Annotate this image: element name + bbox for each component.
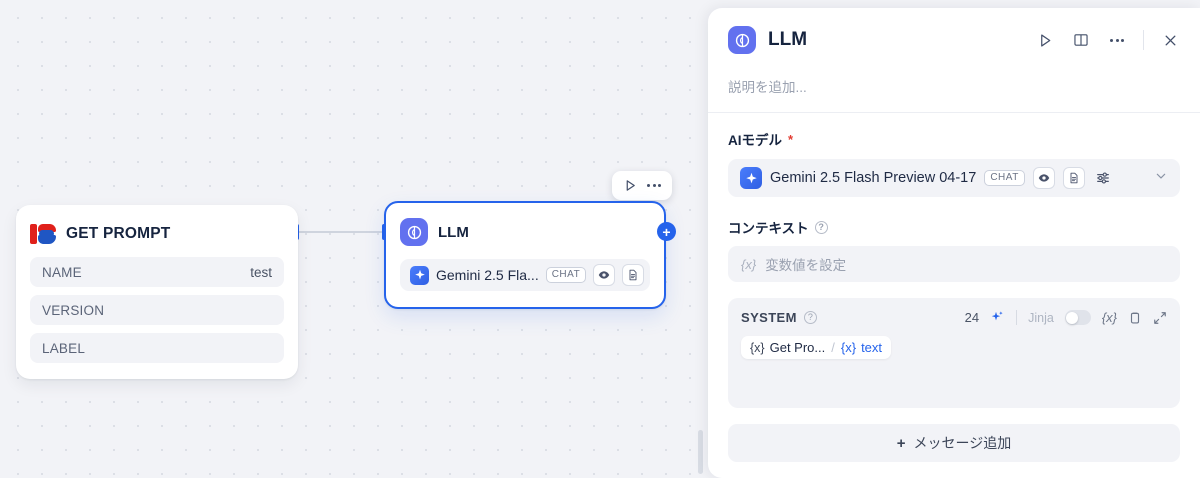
eye-icon[interactable] — [593, 264, 616, 286]
node-model-row[interactable]: Gemini 2.5 Fla... CHAT — [400, 259, 650, 291]
panel-body: AIモデル * Gemini 2.5 Flash Preview 04-17 C… — [708, 113, 1200, 408]
label-text: コンテキスト — [728, 221, 809, 236]
help-icon[interactable]: ? — [803, 311, 817, 324]
edge-get-prompt-to-llm — [299, 231, 383, 233]
sliders-icon[interactable] — [1093, 168, 1113, 188]
chip-field: text — [861, 340, 883, 355]
node-header: LLM — [400, 217, 650, 247]
node-llm[interactable]: LLM Gemini 2.5 Fla... CHAT — [384, 201, 666, 309]
document-icon[interactable] — [622, 264, 645, 286]
node-field-label[interactable]: LABEL — [30, 333, 284, 363]
jinja-toggle[interactable] — [1064, 310, 1091, 325]
divider — [1016, 310, 1018, 325]
label-text: AIモデル — [728, 133, 782, 148]
run-icon[interactable] — [621, 177, 639, 195]
jinja-label: Jinja — [1028, 310, 1054, 325]
context-placeholder: 変数値を設定 — [765, 258, 847, 273]
chevron-down-icon[interactable] — [1154, 169, 1168, 188]
expand-icon[interactable] — [1153, 311, 1167, 325]
variable-icon-blue: {x} — [840, 340, 857, 355]
message-tools: 24 Jinja {x} — [965, 310, 1167, 325]
model-type-badge: CHAT — [984, 170, 1025, 186]
panel-header: LLM 説明を追加... — [708, 8, 1200, 96]
llm-detail-panel: LLM 説明を追加... — [708, 8, 1200, 478]
model-name: Gemini 2.5 Fla... — [436, 267, 539, 283]
node-title: LLM — [438, 223, 469, 241]
eye-icon[interactable] — [1032, 167, 1055, 189]
close-icon[interactable] — [1160, 30, 1180, 50]
model-name: Gemini 2.5 Flash Preview 04-17 — [770, 170, 977, 186]
gemini-icon — [410, 265, 429, 285]
message-block-system[interactable]: SYSTEM ? 24 Jinja {x} — [728, 298, 1180, 408]
variable-icon: {x} — [750, 340, 765, 355]
add-next-node-button[interactable]: + — [657, 222, 676, 241]
context-input[interactable]: {x} 変数値を設定 — [728, 246, 1180, 282]
canvas-scrollbar[interactable] — [698, 430, 703, 474]
langfuse-brand-icon — [30, 223, 56, 245]
variable-icon: {x} — [741, 256, 757, 272]
field-key: NAME — [42, 264, 82, 280]
book-icon[interactable] — [1071, 30, 1091, 50]
node-field-version[interactable]: VERSION — [30, 295, 284, 325]
variable-icon[interactable]: {x} — [1101, 310, 1117, 325]
copy-icon[interactable] — [1128, 311, 1142, 325]
node-header: GET PROMPT — [30, 219, 284, 249]
run-icon[interactable] — [1035, 30, 1055, 50]
plus-icon: + — [896, 434, 906, 452]
field-value: test — [250, 264, 272, 280]
node-field-name[interactable]: NAME test — [30, 257, 284, 287]
llm-node-icon — [400, 218, 428, 246]
panel-title: LLM — [768, 29, 808, 50]
node-get-prompt[interactable]: GET PROMPT NAME test VERSION LABEL — [16, 205, 298, 379]
variable-chip[interactable]: {x} Get Pro... / {x} text — [741, 336, 892, 359]
panel-description-placeholder[interactable]: 説明を追加... — [728, 80, 807, 95]
more-icon[interactable] — [645, 177, 663, 195]
document-icon[interactable] — [1062, 167, 1085, 189]
node-title: GET PROMPT — [66, 225, 171, 242]
model-select[interactable]: Gemini 2.5 Flash Preview 04-17 CHAT — [728, 159, 1180, 197]
field-key: LABEL — [42, 340, 86, 356]
message-header: SYSTEM ? 24 Jinja {x} — [741, 310, 1167, 325]
llm-node-icon — [728, 26, 756, 54]
panel-divider — [708, 112, 1200, 113]
chip-separator: / — [831, 340, 835, 355]
token-count: 24 — [964, 310, 980, 325]
required-mark: * — [788, 131, 794, 147]
field-key: VERSION — [42, 302, 105, 318]
help-icon[interactable]: ? — [814, 220, 828, 234]
sparkle-icon[interactable] — [990, 310, 1005, 325]
gemini-icon — [740, 167, 762, 189]
divider — [1143, 30, 1144, 50]
model-type-badge: CHAT — [545, 267, 587, 283]
chip-source: Get Pro... — [769, 340, 826, 355]
node-toolbar[interactable] — [612, 171, 672, 200]
add-message-button[interactable]: + メッセージ追加 — [728, 424, 1180, 462]
panel-actions — [1035, 30, 1180, 50]
context-field-label: コンテキスト ? — [728, 217, 1180, 237]
model-field-label: AIモデル * — [728, 129, 1180, 149]
more-icon[interactable] — [1107, 30, 1127, 50]
add-message-label: メッセージ追加 — [913, 435, 1012, 451]
message-role: SYSTEM — [741, 310, 797, 325]
